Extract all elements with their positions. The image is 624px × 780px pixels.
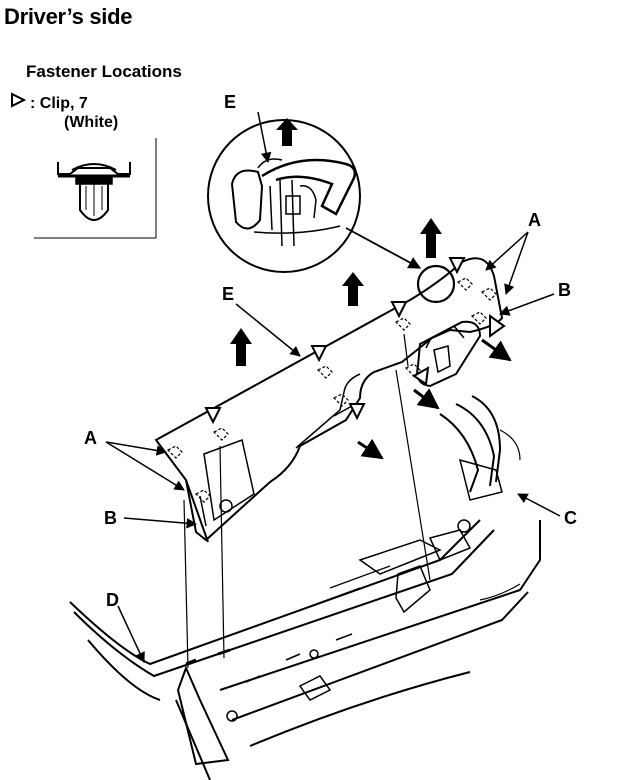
vehicle-body bbox=[69, 395, 541, 780]
up-arrow-icons bbox=[230, 118, 442, 366]
detail-leader-line bbox=[345, 227, 422, 269]
clip-markers bbox=[204, 257, 506, 425]
legend-clip-text: Clip, 7 bbox=[39, 95, 88, 112]
alignment-lines bbox=[183, 333, 431, 669]
pillar-trim-panel bbox=[154, 257, 504, 543]
section-subtitle: Fastener Locations bbox=[26, 62, 182, 81]
legend-clip-color: (White) bbox=[64, 114, 119, 131]
callout-e-panel: E bbox=[222, 284, 235, 304]
leader-lines bbox=[105, 111, 561, 663]
pull-arrows bbox=[357, 338, 512, 460]
legend-colon: : bbox=[30, 95, 40, 112]
clip-highlight-circle bbox=[416, 264, 456, 304]
callout-c: C bbox=[564, 508, 577, 528]
clip-legend: : Clip, 7 (White) bbox=[10, 92, 118, 132]
callout-b-left: B bbox=[104, 508, 117, 528]
callout-d: D bbox=[106, 590, 119, 610]
callout-a-top: A bbox=[528, 210, 541, 230]
callout-b-right: B bbox=[558, 280, 571, 300]
page-title: Driver’s side bbox=[4, 4, 133, 29]
callout-e-detail: E bbox=[224, 92, 237, 112]
triangle-outline-icon bbox=[10, 92, 30, 113]
clip-locators bbox=[166, 277, 497, 503]
callout-a-left: A bbox=[84, 428, 97, 448]
detail-circle bbox=[207, 119, 361, 273]
clip-inset bbox=[34, 138, 157, 239]
